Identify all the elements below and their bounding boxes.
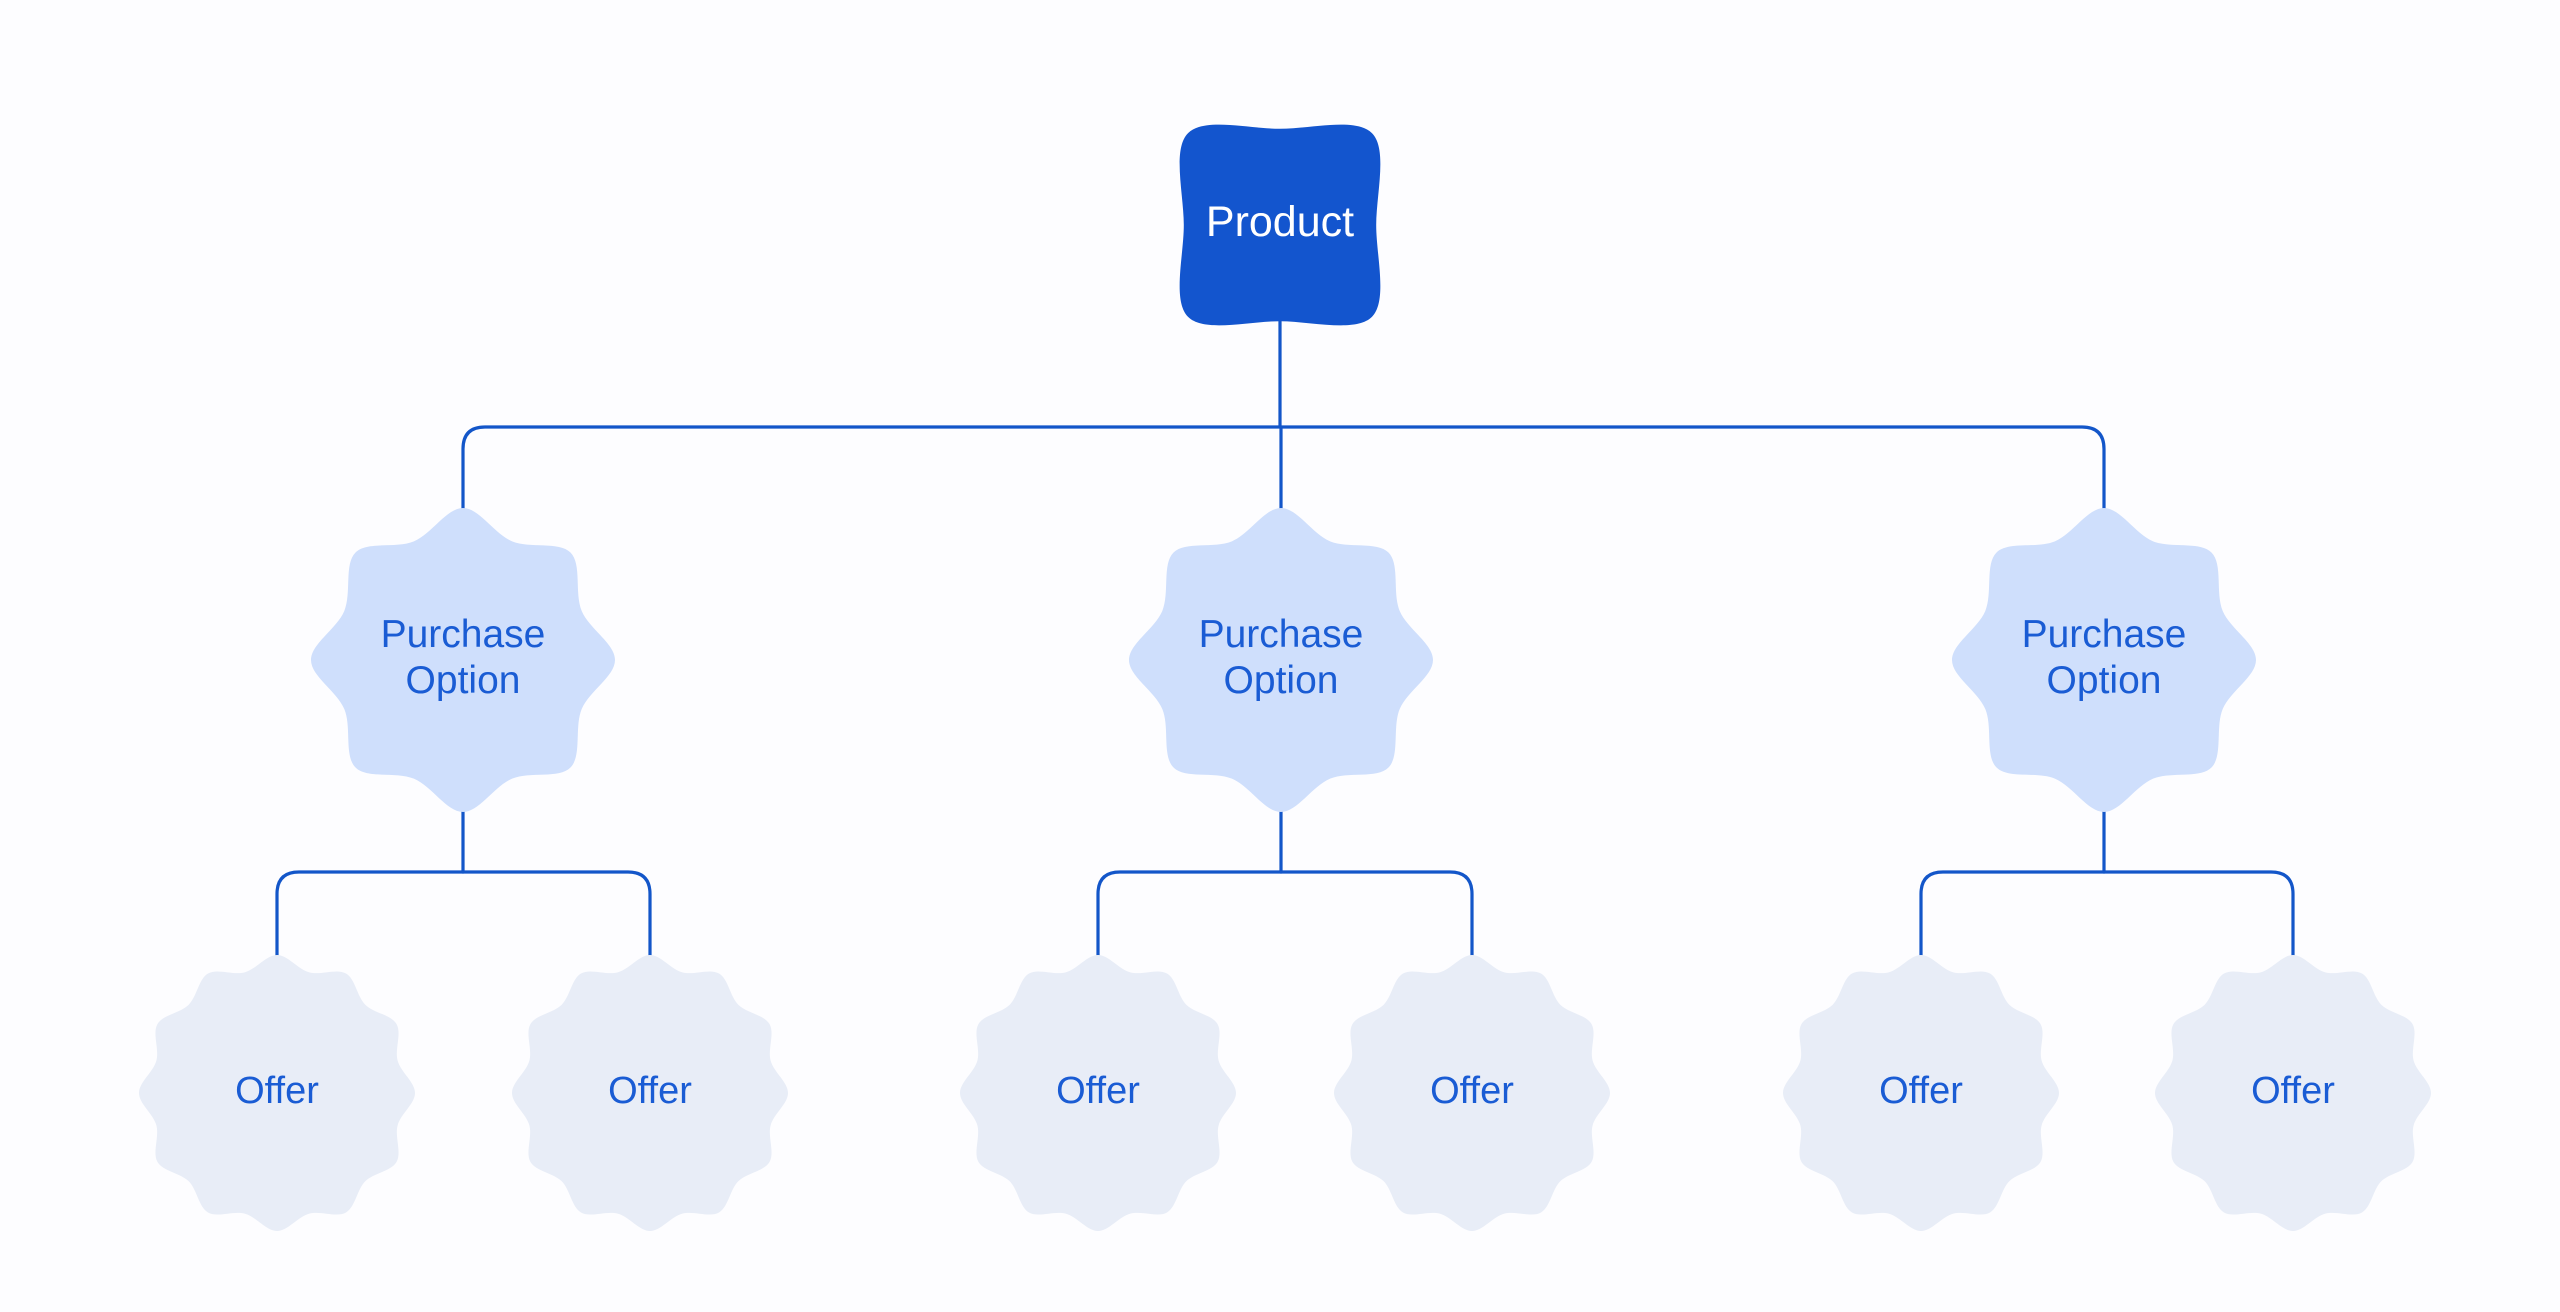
node-product-label: Product	[1206, 198, 1354, 246]
node-offer-6-label-line: Offer	[2251, 1070, 2335, 1112]
edge-option-1-offers-right	[461, 870, 652, 957]
node-offer-1-shape	[139, 955, 415, 1231]
edge-product-options-right	[1278, 425, 2106, 510]
edge-option-2-offers-right	[1279, 870, 1474, 957]
node-purchase-option-2-label-line: Purchase	[1199, 613, 1364, 656]
node-offer-3-shape	[960, 955, 1236, 1231]
node-offer-5-label-line: Offer	[1879, 1070, 1963, 1112]
node-purchase-option-1-shape	[311, 508, 615, 812]
edge-product-options-left	[461, 425, 1282, 510]
node-purchase-option-3-label-line: Option	[2047, 659, 2162, 702]
connector-layer	[275, 319, 2295, 957]
node-offer-6-shape	[2155, 955, 2431, 1231]
node-offer-4-label: Offer	[1430, 1070, 1514, 1112]
node-offer-2-label: Offer	[608, 1070, 692, 1112]
node-offer-4-shape	[1334, 955, 1610, 1231]
node-offer-3-label: Offer	[1056, 1070, 1140, 1112]
node-offer-5[interactable]: Offer	[1783, 955, 2059, 1231]
edge-option-1-offers-left	[275, 870, 465, 957]
node-offer-5-shape	[1783, 955, 2059, 1231]
edge-option-3-offers-left	[1919, 870, 2106, 957]
node-offer-2-label-line: Offer	[608, 1070, 692, 1112]
node-offer-6[interactable]: Offer	[2155, 955, 2431, 1231]
node-offer-4[interactable]: Offer	[1334, 955, 1610, 1231]
node-product-label-line: Product	[1206, 198, 1354, 246]
node-purchase-option-3-label-line: Purchase	[2022, 613, 2187, 656]
node-offer-3-label-line: Offer	[1056, 1070, 1140, 1112]
node-purchase-option-2-shape	[1129, 508, 1433, 812]
node-offer-2[interactable]: Offer	[512, 955, 788, 1231]
node-offer-4-label-line: Offer	[1430, 1070, 1514, 1112]
node-purchase-option-2-label-line: Option	[1224, 659, 1339, 702]
node-offer-1-label: Offer	[235, 1070, 319, 1112]
node-offer-6-label: Offer	[2251, 1070, 2335, 1112]
node-product[interactable]: Product	[1179, 124, 1381, 326]
node-purchase-option-3-shape	[1952, 508, 2256, 812]
node-purchase-option-1-label-line: Purchase	[381, 613, 546, 656]
node-offer-1-label-line: Offer	[235, 1070, 319, 1112]
node-offer-3[interactable]: Offer	[960, 955, 1236, 1231]
node-offer-2-shape	[512, 955, 788, 1231]
node-product-shape	[1179, 124, 1381, 326]
node-offer-1[interactable]: Offer	[139, 955, 415, 1231]
edge-option-3-offers-right	[2102, 870, 2295, 957]
node-purchase-option-1-label-line: Option	[406, 659, 521, 702]
node-offer-5-label: Offer	[1879, 1070, 1963, 1112]
edge-option-2-offers-left	[1096, 870, 1283, 957]
